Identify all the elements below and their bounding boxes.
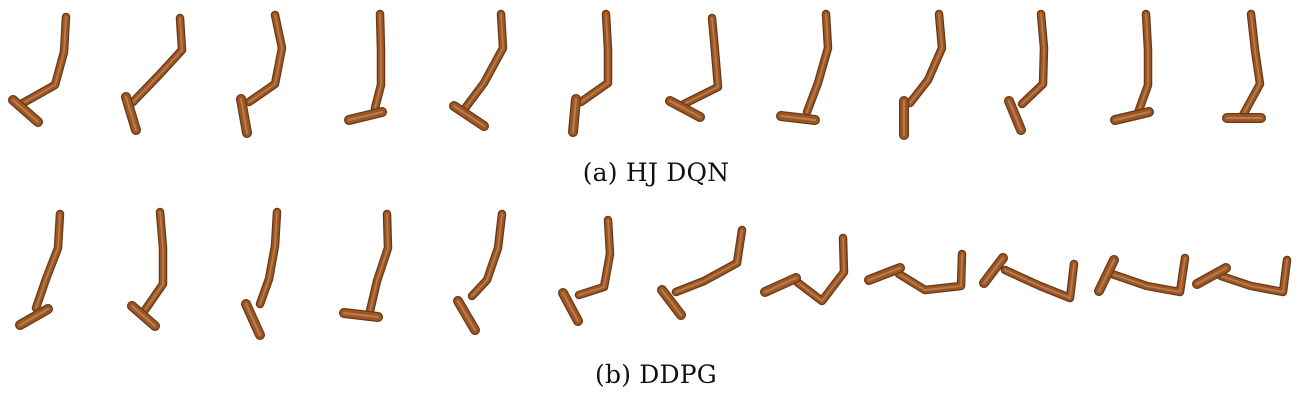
robot-frame-a-8 xyxy=(776,9,833,125)
robot-frame-b-2 xyxy=(127,207,168,331)
panel-b-caption: (b) DDPG xyxy=(595,360,717,389)
robot-frame-b-8 xyxy=(760,233,849,306)
robot-frame-b-5 xyxy=(453,209,507,335)
robot-frame-a-3 xyxy=(236,10,287,138)
robot-frame-b-10 xyxy=(979,253,1079,303)
robot-frame-a-11 xyxy=(1110,9,1154,125)
robot-frame-a-9 xyxy=(899,9,947,140)
robot-frame-b-4 xyxy=(339,209,393,322)
robot-frame-a-5 xyxy=(449,9,508,131)
robot-frame-a-2 xyxy=(121,13,187,135)
robot-frame-a-10 xyxy=(1004,9,1049,135)
robot-frame-a-6 xyxy=(568,9,613,137)
robot-frame-b-6 xyxy=(558,215,615,326)
robot-frame-b-7 xyxy=(657,225,747,320)
robot-frame-b-3 xyxy=(241,207,282,340)
panel-a-frames xyxy=(8,9,1266,140)
robot-frame-b-1 xyxy=(15,209,65,330)
robot-frame-b-11 xyxy=(1094,253,1190,297)
panel-b-frames xyxy=(15,207,1292,340)
robot-frame-b-12 xyxy=(1192,255,1292,297)
robot-frame-a-1 xyxy=(8,12,71,127)
robot-frame-a-12 xyxy=(1222,9,1266,123)
robot-frame-b-9 xyxy=(864,249,967,295)
robot-frame-a-4 xyxy=(344,9,387,125)
robot-frame-a-7 xyxy=(665,13,723,122)
panel-a-caption: (a) HJ DQN xyxy=(582,158,730,187)
